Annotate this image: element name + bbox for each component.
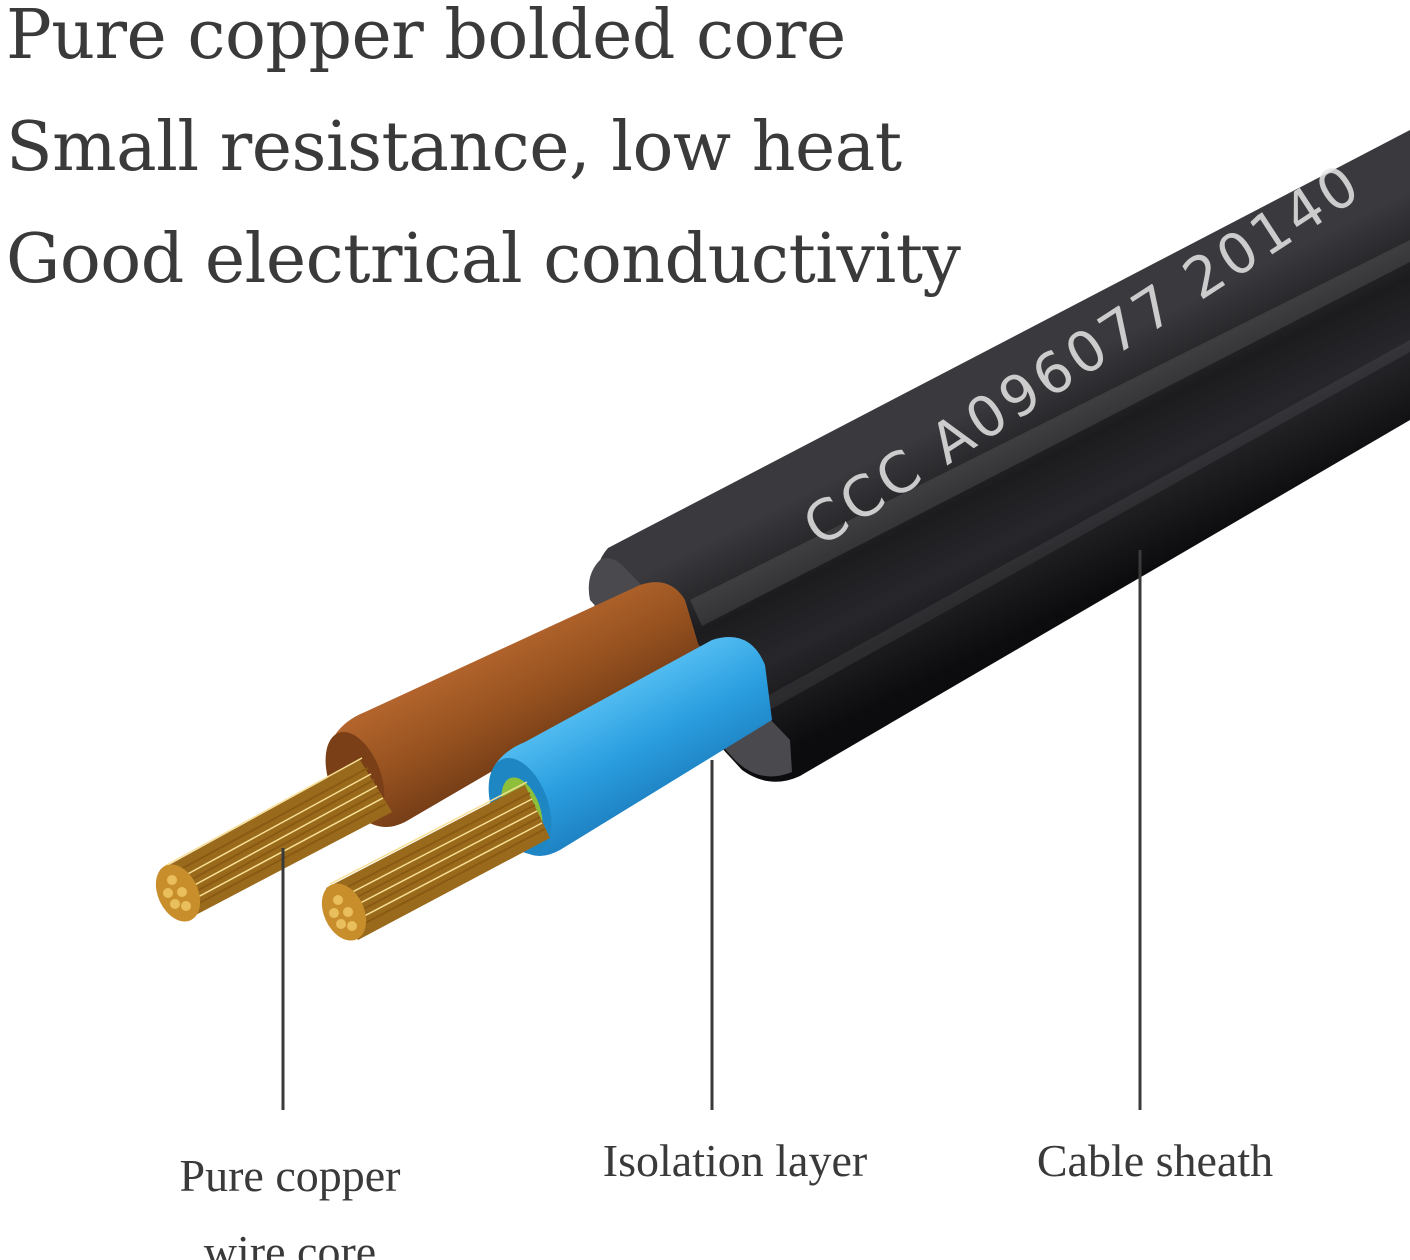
headline-pure-copper: Pure copper bolded core	[6, 0, 846, 75]
blue-insulated-conductor	[321, 637, 772, 941]
brown-insulated-conductor	[155, 582, 700, 922]
headline-conductivity: Good electrical conductivity	[6, 220, 961, 299]
headline-low-resistance: Small resistance, low heat	[6, 108, 902, 187]
callout-isolation-layer: Isolation layer	[602, 1135, 868, 1186]
copper-strands-left	[155, 757, 392, 922]
copper-strands-right	[321, 781, 550, 941]
callout-cable-sheath: Cable sheath	[1036, 1135, 1274, 1186]
